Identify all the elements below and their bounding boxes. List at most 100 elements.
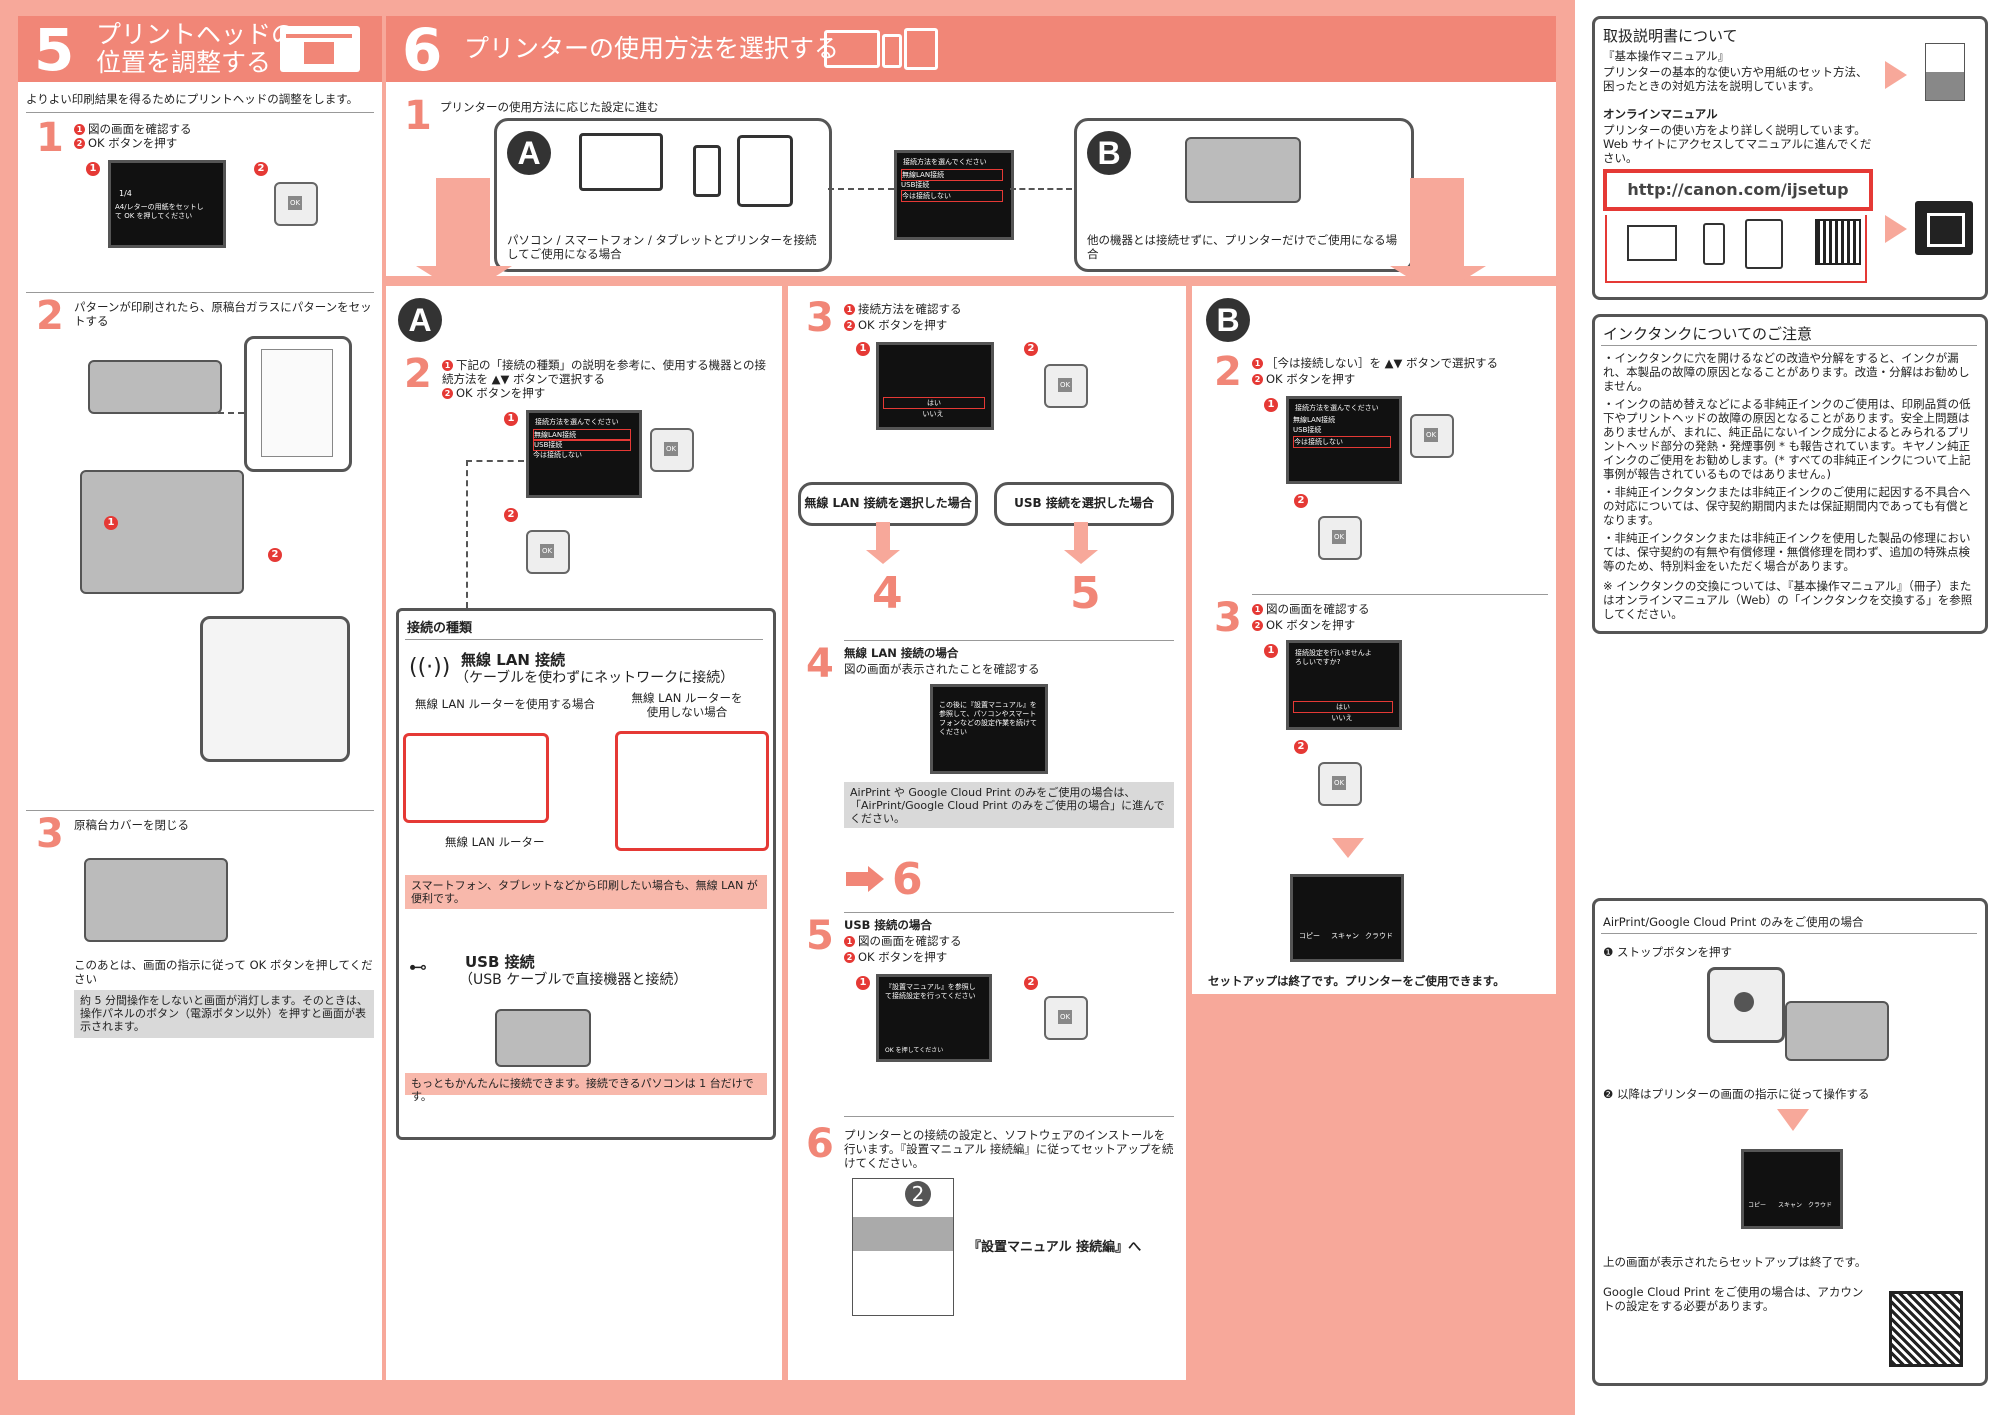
screen-yes: はい bbox=[883, 397, 985, 409]
divider bbox=[844, 1116, 1174, 1117]
callout-2: 2 bbox=[1294, 740, 1308, 754]
dashed-connector bbox=[218, 412, 244, 414]
section6-number: 6 bbox=[402, 16, 443, 84]
colmid-step5-b-text: OK ボタンを押す bbox=[858, 950, 948, 964]
url-prefix: http:// bbox=[1627, 180, 1684, 199]
basic-manual-title: 『基本操作マニュアル』 bbox=[1603, 49, 1730, 63]
colmid-step5-a-text: 図の画面を確認する bbox=[858, 934, 962, 948]
printer-open-lid-illustration bbox=[80, 470, 244, 594]
arrow-keypad: OK bbox=[1410, 414, 1454, 458]
airprint-gcp-note: Google Cloud Print をご使用の場合は、アカウントの設定をする必… bbox=[1603, 1285, 1864, 1313]
colmid-step4-screen: この後に『設置マニュアル』を参照して、パソコンやスマートフォンなどの設定作業を続… bbox=[930, 684, 1048, 774]
wifi-icon: ((·)) bbox=[409, 655, 451, 680]
wlan-title: 無線 LAN 接続 bbox=[461, 651, 566, 669]
ok-button-keypad: OK bbox=[1044, 996, 1088, 1040]
divider bbox=[1601, 933, 1977, 934]
ink-item-4-text: 非純正インクタンクまたは非純正インクを使用した製品の修理においては、保守契約の有… bbox=[1603, 531, 1971, 573]
printer-illustration bbox=[88, 360, 222, 414]
colmid-step5-title: USB 接続の場合 bbox=[844, 918, 932, 932]
colmid-step3-number: 3 bbox=[806, 295, 834, 341]
usb-icon: ⊷ bbox=[409, 957, 427, 978]
ink-item-4: ・非純正インクタンクまたは非純正インクを使用した製品の修理においては、保守契約の… bbox=[1603, 531, 1971, 573]
colmid-step6-number: 6 bbox=[806, 1121, 834, 1167]
usb-title: USB 接続 bbox=[465, 953, 535, 971]
column-b-badge: B bbox=[1206, 298, 1250, 342]
option-a-box: A パソコン / スマートフォン / タブレットとプリンターを接続してご使用にな… bbox=[494, 118, 832, 272]
colb-confirm-screen: 接続設定を行いませんよろしいですか? はい いいえ bbox=[1286, 640, 1402, 730]
airprint-step1: ❶ ストップボタンを押す bbox=[1603, 945, 1732, 959]
airprint-done: 上の画面が表示されたらセットアップは終了です。 bbox=[1603, 1255, 1867, 1269]
arrow-down-4-head bbox=[866, 550, 900, 564]
sec5-step1-b-text: OK ボタンを押す bbox=[88, 136, 178, 150]
sec6-step1-number: 1 bbox=[404, 93, 432, 139]
cola-step2-b-text: OK ボタンを押す bbox=[456, 386, 546, 400]
printer-close-lid-illustration bbox=[84, 858, 228, 942]
callout-1: 1 bbox=[1264, 398, 1278, 412]
home-screen: コピー スキャン クラウド bbox=[1290, 874, 1404, 962]
usb-note: もっともかんたんに接続できます。接続できるパソコンは 1 台だけです。 bbox=[405, 1073, 767, 1103]
option-a-badge: A bbox=[507, 131, 551, 175]
home-cloud-label: クラウド bbox=[1808, 1202, 1833, 1209]
screen-no: いいえ bbox=[1331, 714, 1353, 722]
dashed-connector bbox=[828, 188, 894, 190]
airprint-box: AirPrint/Google Cloud Print のみをご使用の場合 ❶ … bbox=[1592, 898, 1988, 1386]
ink-item-2-text: インクの詰め替えなどによる非純正インクのご使用は、印刷品質の低下やプリントヘッド… bbox=[1603, 397, 1971, 481]
colb-step2-a-text: ［今は接続しない］を ▲▼ ボタンで選択する bbox=[1266, 356, 1498, 370]
divider bbox=[26, 292, 374, 293]
sec5-step3-after: このあとは、画面の指示に従って OK ボタンを押してください bbox=[74, 958, 373, 986]
online-manual-title: オンラインマニュアル bbox=[1603, 107, 1718, 121]
manual-info-box: 取扱説明書について 『基本操作マニュアル』 プリンターの基本的な使い方や用紙のセ… bbox=[1592, 16, 1988, 300]
cola-step2-number: 2 bbox=[404, 351, 432, 397]
ink-item-3: ・非純正インクタンクまたは非純正インクのご使用に起因する不具合への対応については… bbox=[1603, 485, 1971, 527]
dashed-connector bbox=[466, 460, 524, 462]
option-b-box: B 他の機器とは接続せずに、プリンターだけでご使用になる場合 bbox=[1074, 118, 1414, 272]
setup-manual-link[interactable]: 『設置マニュアル 接続編』へ bbox=[968, 1240, 1142, 1255]
sec5-step3-note: 約 5 分間操作をしないと画面が消灯します。そのときは、操作パネルのボタン（電源… bbox=[74, 990, 374, 1038]
arrow-right-icon bbox=[1885, 215, 1907, 243]
home-scan-label: スキャン bbox=[1331, 932, 1359, 940]
section6-header: 6 プリンターの使用方法を選択する bbox=[386, 16, 1556, 84]
callout-2: 2 bbox=[1024, 342, 1038, 356]
laptop-icon bbox=[1627, 225, 1677, 261]
colmid-step4-number: 4 bbox=[806, 641, 834, 687]
home-cloud-label: クラウド bbox=[1365, 932, 1393, 940]
setup-manual-booklet: 2 bbox=[852, 1178, 954, 1316]
menu-title: 接続方法を選んでください bbox=[1295, 404, 1379, 412]
ink-item-2: ・インクの詰め替えなどによる非純正インクのご使用は、印刷品質の低下やプリントヘッ… bbox=[1603, 397, 1971, 481]
menu-item-usb: USB接続 bbox=[533, 439, 631, 451]
qr-code-icon bbox=[1889, 1291, 1963, 1367]
colmid-step6-text: プリンターとの接続の設定と、ソフトウェアのインストールを行います。『設置マニュア… bbox=[844, 1128, 1174, 1170]
screen-message: 接続設定を行いませんよろしいですか? bbox=[1295, 649, 1372, 666]
online-manual-book-icon bbox=[1915, 201, 1973, 255]
callout-1: 1 bbox=[856, 342, 870, 356]
usb-subtitle: （USB ケーブルで直接機器と接続） bbox=[459, 972, 688, 988]
section5-title-line1: プリントヘッドの bbox=[96, 20, 297, 49]
dashed-connector-vertical bbox=[466, 460, 468, 608]
sec5-step1-number: 1 bbox=[36, 115, 64, 161]
airprint-home-screen: コピー スキャン クラウド bbox=[1741, 1149, 1843, 1229]
ink-note: ※ インクタンクの交換については、『基本操作マニュアル』（冊子）またはオンライン… bbox=[1603, 579, 1973, 621]
url-box[interactable]: http://canon.com/ijsetup bbox=[1603, 169, 1873, 211]
goto-step6: 6 bbox=[892, 854, 923, 905]
callout-2: 2 bbox=[1024, 976, 1038, 990]
ok-button-keypad: OK bbox=[526, 530, 570, 574]
menu-item-wlan: 無線LAN接続 bbox=[901, 169, 1003, 181]
option-a-text: パソコン / スマートフォン / タブレットとプリンターを接続してご使用になる場… bbox=[507, 233, 817, 261]
home-copy-label: コピー bbox=[1299, 932, 1320, 940]
colb-step3-number: 3 bbox=[1214, 595, 1242, 641]
screen-message: この後に『設置マニュアル』を参照して、パソコンやスマートフォンなどの設定作業を続… bbox=[939, 701, 1037, 736]
section6-title: プリンターの使用方法を選択する bbox=[464, 34, 840, 63]
tablet-icon bbox=[1745, 219, 1783, 269]
laptop-icon bbox=[824, 30, 880, 68]
menu-title: 接続方法を選んでください bbox=[535, 418, 619, 426]
colmid-step3-a-text: 接続方法を確認する bbox=[858, 302, 962, 316]
section5-intro: よりよい印刷結果を得るためにプリントヘッドの調整をします。 bbox=[26, 92, 359, 106]
smartphone-icon bbox=[882, 34, 902, 68]
usb-selected-pill: USB 接続を選択した場合 bbox=[994, 482, 1174, 526]
booklet-number: 2 bbox=[905, 1181, 931, 1207]
